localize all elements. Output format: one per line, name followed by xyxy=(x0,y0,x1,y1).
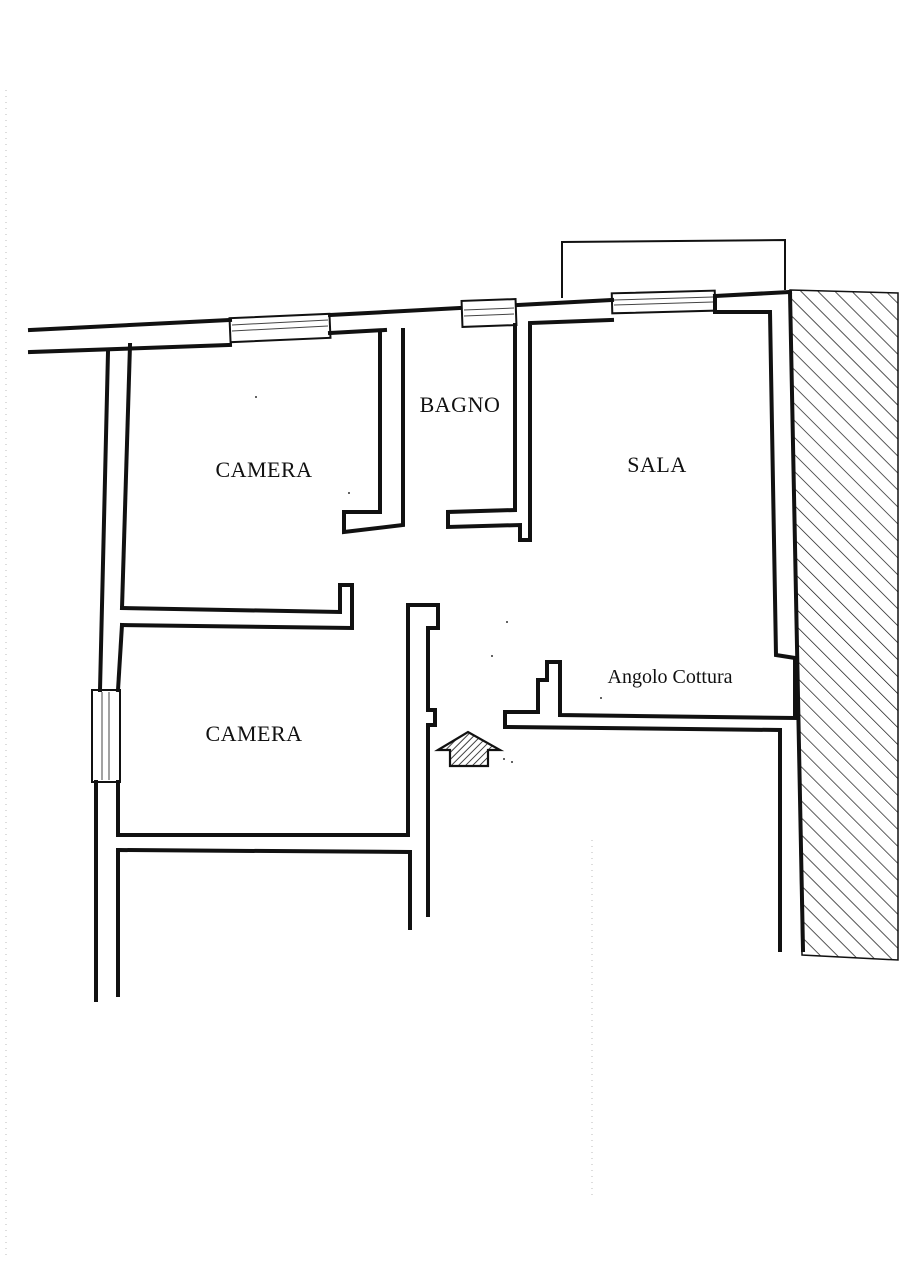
room-label-camera-bottom: CAMERA xyxy=(205,721,302,746)
neighbouring-wall-hatch xyxy=(789,289,899,961)
window-camera-top xyxy=(228,312,332,344)
window-sala xyxy=(610,289,717,315)
camera-top-walls xyxy=(119,328,405,631)
window-camera-bottom xyxy=(91,689,121,783)
top-exterior-wall xyxy=(27,289,793,355)
left-exterior-wall xyxy=(94,342,133,1002)
entrance-arrow-icon xyxy=(434,730,505,768)
scan-artifacts xyxy=(5,90,593,1260)
room-label-bagno: BAGNO xyxy=(420,392,501,417)
balcony-outline xyxy=(561,238,786,298)
room-label-camera-top: CAMERA xyxy=(215,457,312,482)
sala-walls xyxy=(503,289,806,953)
scan-specks xyxy=(255,396,602,763)
top-windows xyxy=(228,289,717,344)
room-label-sala: SALA xyxy=(627,452,686,477)
window-bagno xyxy=(460,298,518,328)
room-labels: CAMERA BAGNO SALA Angolo Cottura CAMERA xyxy=(205,392,732,746)
room-label-angolo-cottura: Angolo Cottura xyxy=(608,666,733,688)
bagno-walls xyxy=(446,317,615,542)
corridor-walls xyxy=(115,603,440,930)
